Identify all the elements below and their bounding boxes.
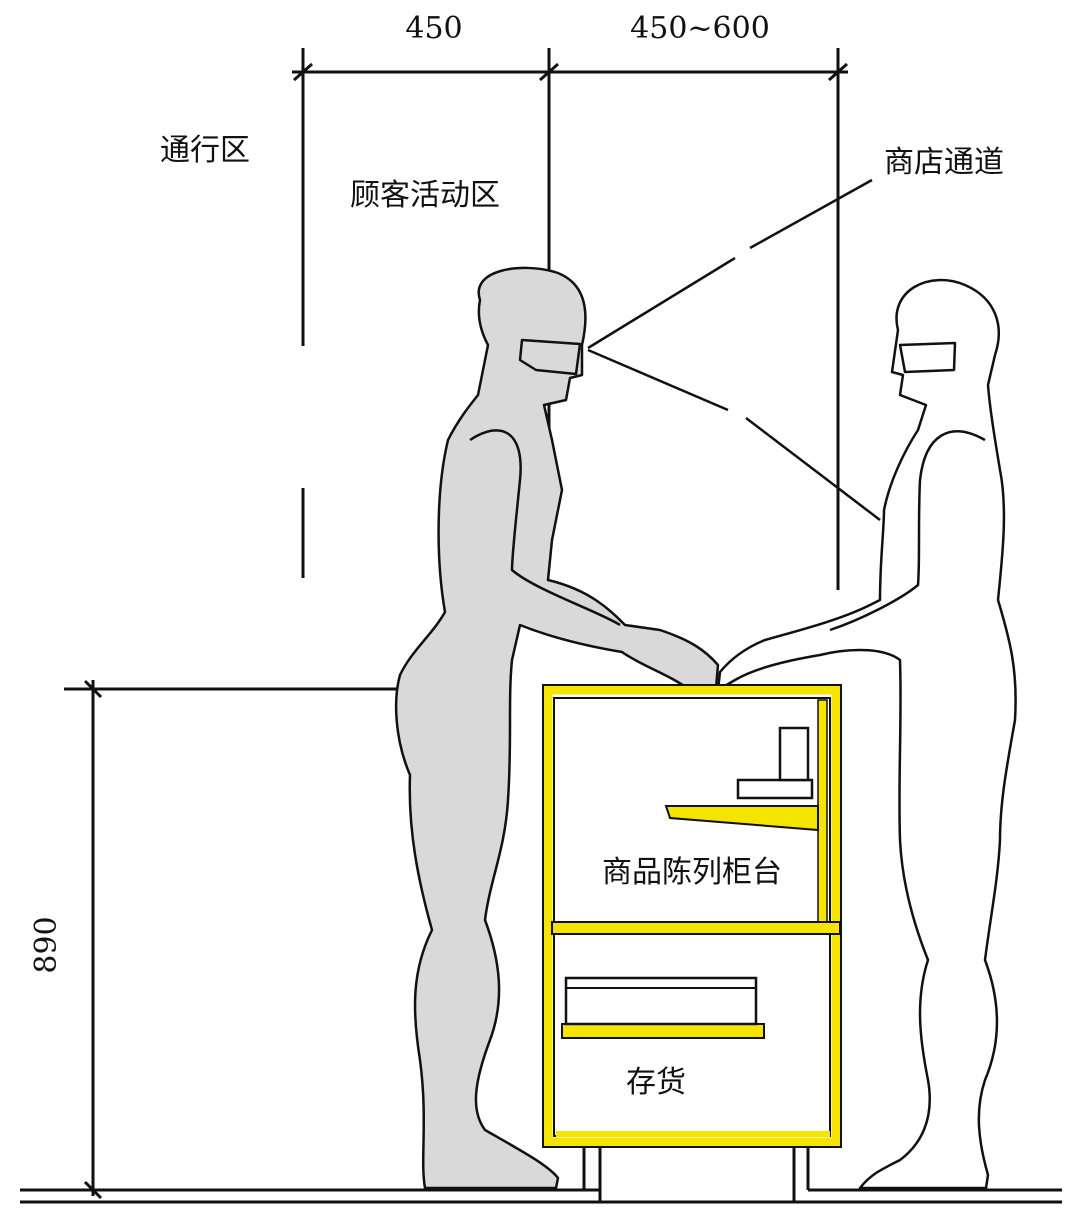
storage-shelf — [561, 1023, 765, 1039]
display-shelf — [664, 805, 819, 832]
floor — [20, 1188, 1062, 1204]
counter-storage-label: 存货 — [626, 1065, 686, 1100]
display-product-box — [778, 726, 810, 782]
storage-box — [564, 976, 758, 1026]
customer-body — [394, 266, 720, 1190]
counter-foot-left — [582, 1147, 602, 1202]
counter-display-label: 商品陈列柜台 — [602, 855, 782, 890]
counter-frame — [543, 685, 841, 1147]
customer-figure — [394, 266, 720, 1190]
counter-glass-edge — [817, 699, 828, 923]
customer-arm-contour — [469, 429, 621, 627]
salesperson-glasses-icon — [898, 341, 957, 374]
counter-frame-outline — [542, 684, 842, 1148]
height-tick-top — [83, 679, 103, 699]
customer-glasses-icon — [518, 338, 582, 376]
salesperson-body — [716, 278, 1017, 1190]
sight-line-lower — [587, 348, 881, 521]
zone-label-passage: 通行区 — [160, 133, 250, 168]
dimension-label-450: 450 — [405, 11, 462, 46]
salesperson-arm-contour — [829, 430, 986, 632]
zone-label-customer-area: 顾客活动区 — [350, 178, 500, 213]
dimension-label-890: 890 — [29, 916, 64, 973]
counter-divider — [551, 921, 841, 935]
sight-lines — [587, 178, 881, 521]
salesperson-figure — [716, 278, 1017, 1190]
zone-label-store-aisle: 商店通道 — [884, 145, 1004, 180]
display-counter — [542, 684, 842, 1202]
sight-line-upper — [587, 178, 873, 350]
dimension-label-450-600: 450~600 — [630, 11, 770, 46]
counter-foot-right — [792, 1147, 810, 1202]
display-product-base — [736, 778, 814, 800]
